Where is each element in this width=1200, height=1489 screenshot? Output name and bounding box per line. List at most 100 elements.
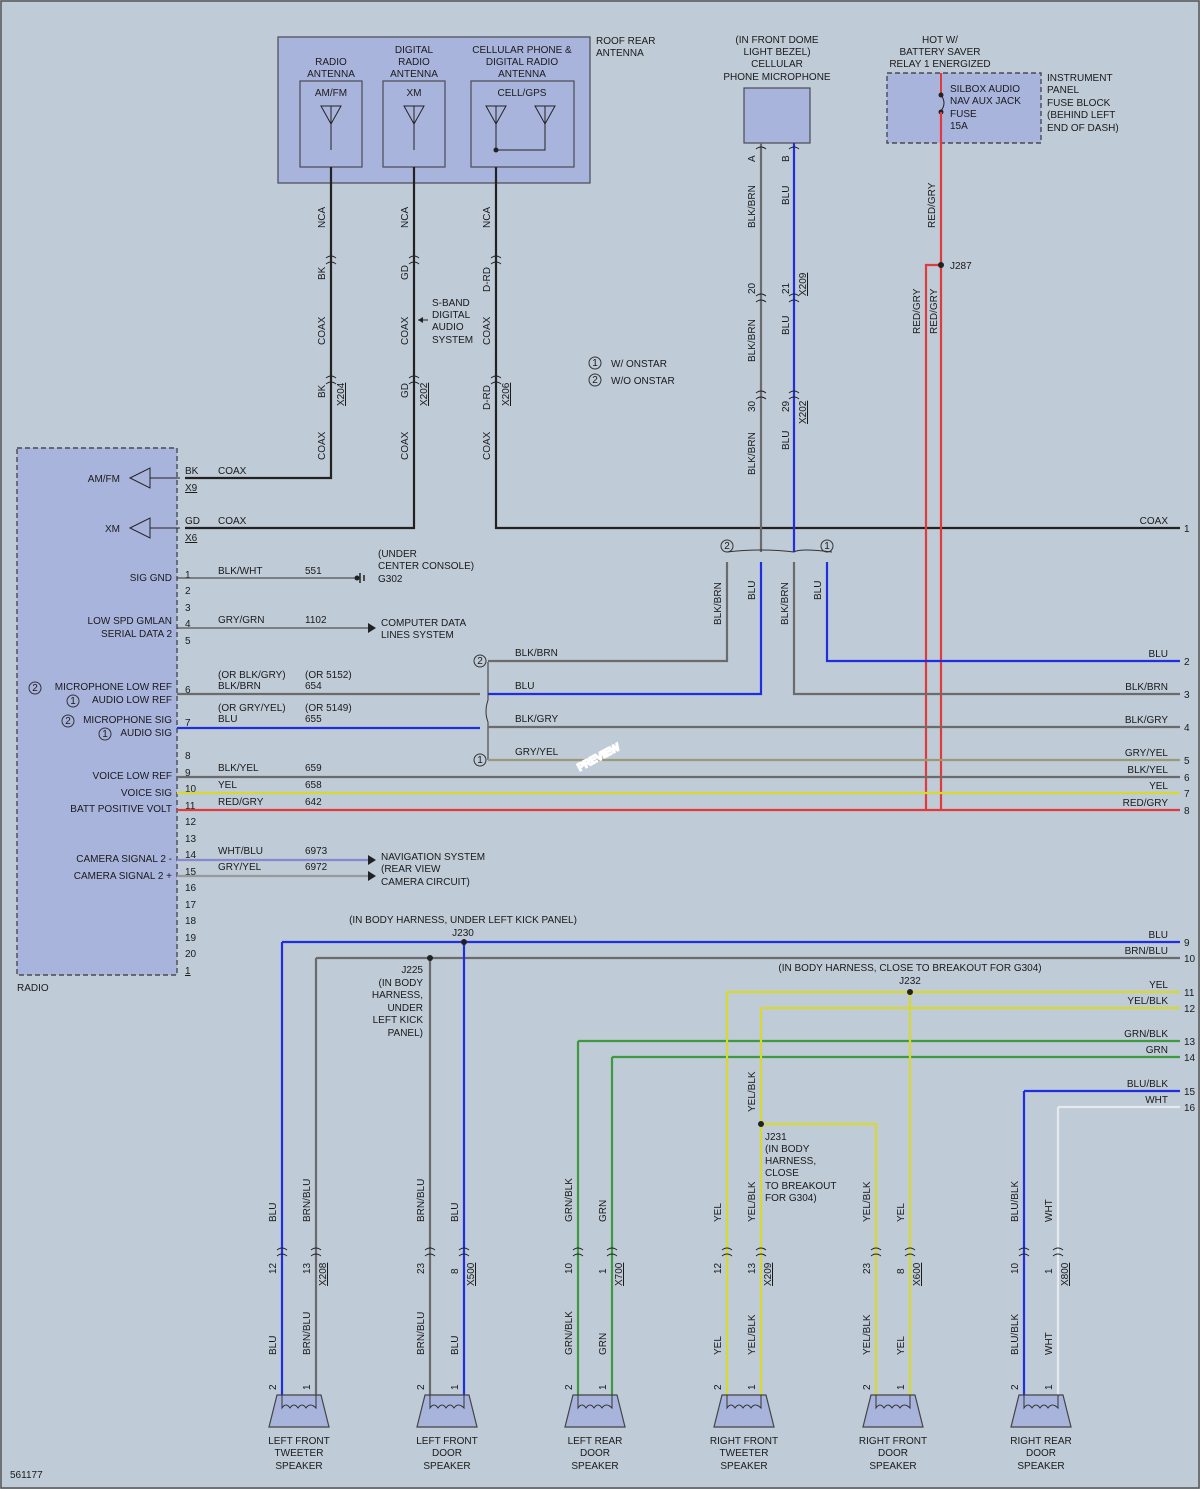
- svg-text:INSTRUMENT: INSTRUMENT: [1047, 73, 1113, 84]
- speaker-name: SPEAKER: [275, 1461, 322, 1472]
- svg-text:1102: 1102: [305, 615, 327, 626]
- svg-text:(BEHIND LEFT: (BEHIND LEFT: [1047, 110, 1115, 121]
- edge-wire-number: 11: [1184, 988, 1195, 999]
- speaker-pin: 12: [713, 1262, 724, 1274]
- svg-text:BK: BK: [317, 384, 328, 398]
- digital-label-2: RADIO: [398, 57, 430, 68]
- edge-wire-label: BRN/BLU: [1125, 946, 1168, 957]
- svg-text:BLK/BRN: BLK/BRN: [713, 582, 724, 625]
- speaker-wire-label: GRN/BLK: [564, 1311, 575, 1355]
- svg-text:(IN FRONT DOME: (IN FRONT DOME: [735, 35, 818, 46]
- svg-text:BLK/YEL: BLK/YEL: [218, 763, 259, 774]
- radio-pin-number: 20: [185, 949, 197, 960]
- radio-pin-number: 16: [185, 883, 197, 894]
- svg-text:MICROPHONE SIG: MICROPHONE SIG: [83, 715, 172, 726]
- speaker-wire-label: BLU: [268, 1336, 279, 1355]
- edge-wire-label: BLK/BRN: [1125, 682, 1168, 693]
- speaker-wire-label: GRN: [598, 1333, 609, 1355]
- speaker-icon: [564, 1394, 626, 1428]
- edge-wire-number: 9: [1184, 938, 1190, 949]
- svg-text:COAX: COAX: [400, 316, 411, 345]
- svg-text:BLU: BLU: [781, 186, 792, 205]
- svg-text:1: 1: [592, 358, 598, 369]
- svg-text:VOICE LOW REF: VOICE LOW REF: [93, 771, 172, 782]
- splice-labels: (IN BODY HARNESS, UNDER LEFT KICK PANEL)…: [349, 915, 1042, 1204]
- svg-text:(UNDER: (UNDER: [378, 549, 417, 560]
- svg-text:UNDER: UNDER: [387, 1003, 423, 1014]
- svg-text:BLU: BLU: [218, 714, 237, 725]
- splice-j231: [758, 1121, 764, 1127]
- wire-lr-green: [576, 1041, 614, 1395]
- speaker-icon: [416, 1394, 478, 1428]
- svg-text:2: 2: [724, 541, 730, 552]
- connector-mark: [1018, 1247, 1064, 1257]
- connector-mark: [572, 1247, 618, 1257]
- speaker-name: RIGHT FRONT: [710, 1436, 778, 1447]
- svg-text:FOR G304): FOR G304): [765, 1193, 817, 1204]
- speaker-name: TWEETER: [275, 1448, 324, 1459]
- svg-text:6972: 6972: [305, 862, 328, 873]
- svg-text:654: 654: [305, 681, 322, 692]
- edge-wire-number: 4: [1184, 723, 1190, 734]
- speaker-icon: [1010, 1394, 1072, 1428]
- speaker-terminal: 1: [1044, 1384, 1055, 1390]
- svg-text:655: 655: [305, 714, 322, 725]
- radio-pin-number: 8: [185, 751, 191, 762]
- amfm-label: AM/FM: [315, 88, 347, 99]
- svg-text:CAMERA CIRCUIT): CAMERA CIRCUIT): [381, 877, 470, 888]
- svg-text:(OR BLK/GRY): (OR BLK/GRY): [218, 670, 286, 681]
- svg-text:YEL/BLK: YEL/BLK: [747, 1071, 758, 1112]
- svg-text:FUSE: FUSE: [950, 109, 977, 120]
- svg-text:X202: X202: [419, 382, 430, 406]
- svg-text:2: 2: [65, 716, 71, 727]
- svg-text:SIG GND: SIG GND: [130, 573, 172, 584]
- wire-opt1-blkbrn: [792, 562, 1180, 696]
- radio-antenna-label-2: ANTENNA: [307, 69, 355, 80]
- speaker-wire-label: BRN/BLU: [302, 1312, 313, 1355]
- speaker-icon: [713, 1394, 775, 1428]
- svg-text:6973: 6973: [305, 846, 328, 857]
- svg-text:NCA: NCA: [400, 207, 411, 228]
- edge-wire-label: BLU: [1149, 930, 1168, 941]
- connector-mark: [870, 1247, 916, 1257]
- svg-text:GD: GD: [400, 383, 411, 398]
- svg-text:BK: BK: [317, 266, 328, 280]
- cell-label-2: DIGITAL RADIO: [486, 57, 558, 68]
- svg-text:29: 29: [781, 400, 792, 412]
- edge-wire-label: COAX: [1140, 516, 1169, 527]
- connector-marks: [325, 255, 502, 385]
- edge-wire-label: GRY/YEL: [1125, 748, 1169, 759]
- arrow-icon: [368, 855, 376, 881]
- speaker-name: SPEAKER: [571, 1461, 618, 1472]
- mic-option-bracket: [726, 549, 833, 553]
- radio-antenna-label: RADIO: [315, 57, 347, 68]
- svg-text:BLK/GRY: BLK/GRY: [515, 714, 558, 725]
- speaker-name: SPEAKER: [869, 1461, 916, 1472]
- svg-text:LOW SPD GMLAN: LOW SPD GMLAN: [88, 616, 172, 627]
- edge-wire-label: YEL: [1149, 980, 1168, 991]
- ground-icon: [359, 573, 365, 583]
- wire-amfm-coax: [185, 167, 333, 480]
- redgry-label-3: RED/GRY: [929, 288, 940, 334]
- svg-text:COAX: COAX: [218, 516, 247, 527]
- svg-text:BLK/BRN: BLK/BRN: [780, 582, 791, 625]
- svg-text:X209: X209: [798, 272, 809, 296]
- edge-wire-number: 8: [1184, 806, 1190, 817]
- radio-pin-number: 9: [185, 768, 191, 779]
- connector-mark: [276, 1247, 322, 1257]
- svg-text:COMPUTER DATA: COMPUTER DATA: [381, 618, 467, 629]
- edge-wire-number: 16: [1184, 1103, 1196, 1114]
- svg-text:BATT POSITIVE VOLT: BATT POSITIVE VOLT: [70, 804, 172, 815]
- svg-text:G302: G302: [378, 574, 403, 585]
- speaker-name: RIGHT FRONT: [859, 1436, 927, 1447]
- svg-text:1: 1: [824, 541, 830, 552]
- speaker-pin: 13: [747, 1262, 758, 1274]
- edge-wire-label: GRN/BLK: [1124, 1029, 1168, 1040]
- cell-label: CELLULAR PHONE &: [472, 45, 572, 56]
- speaker-pin: 12: [268, 1262, 279, 1274]
- coil-icon: [577, 1395, 613, 1410]
- speaker-pin: 8: [896, 1268, 907, 1274]
- radio-pin-number: 15: [185, 867, 197, 878]
